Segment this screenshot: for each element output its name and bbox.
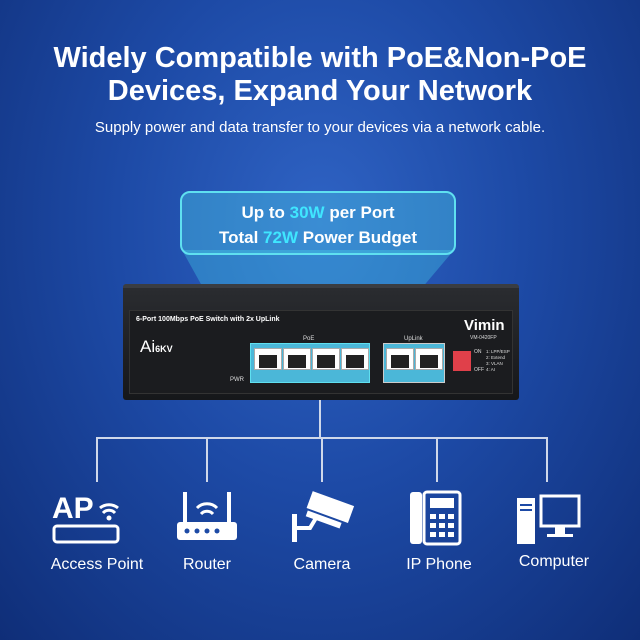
pwr-led-label: PWR <box>230 377 244 383</box>
poe-switch: 6-Port 100Mbps PoE Switch with 2x UpLink… <box>123 284 519 400</box>
switch-description: 6-Port 100Mbps PoE Switch with 2x UpLink <box>136 316 280 323</box>
ap-text: AP <box>52 492 94 525</box>
poe-port-1[interactable] <box>254 348 282 370</box>
brand-logo: Vimin <box>464 317 505 334</box>
connector-line <box>319 400 321 438</box>
device-label-camera: Camera <box>293 556 351 573</box>
poe-port-4[interactable] <box>341 348 369 370</box>
headline-line1: Widely Compatible with PoE&Non-PoE <box>53 42 587 74</box>
front-panel: 6-Port 100Mbps PoE Switch with 2x UpLink… <box>129 310 513 394</box>
router-icon <box>177 492 237 540</box>
callout-highlight: 30W <box>289 203 325 222</box>
callout-text: per Port <box>324 203 395 222</box>
poe-port-3[interactable] <box>312 348 340 370</box>
poe-label: PoE <box>303 336 315 342</box>
device-label-computer: Computer <box>518 553 590 570</box>
connector-line <box>321 437 323 482</box>
subtitle: Supply power and data transfer to your d… <box>94 119 546 136</box>
kv-text: 6KV <box>155 344 173 354</box>
callout-text: Total <box>218 228 264 247</box>
connector-line <box>206 437 208 482</box>
connector-line <box>436 437 438 482</box>
device-label-ip-phone: IP Phone <box>406 556 472 573</box>
model-number: VM-0420FP <box>470 335 497 341</box>
uplink-ports: UpLink <box>383 336 445 383</box>
on-label: ON <box>474 349 482 355</box>
device-label-access-point: Access Point <box>50 556 144 573</box>
callout-highlight: 72W <box>263 228 299 247</box>
computer-icon <box>517 494 581 544</box>
dip-option: 4: AI <box>486 367 496 372</box>
uplink-port-1[interactable] <box>386 348 414 370</box>
headline-line2: Devices, Expand Your Network <box>107 75 533 107</box>
access-point-icon: AP <box>52 492 120 544</box>
poe-port-2[interactable] <box>283 348 311 370</box>
uplink-label: UpLink <box>404 336 423 342</box>
dip-option: 2: Extend <box>486 355 506 360</box>
connector-line <box>546 437 548 482</box>
camera-icon <box>292 491 355 542</box>
off-label: OFF <box>474 367 484 373</box>
callout-text: Power Budget <box>298 228 418 247</box>
power-callout: Up to 30W per Port Total 72W Power Budge… <box>180 191 456 255</box>
ai-text: Ai <box>140 337 156 356</box>
callout-text: Up to <box>241 203 290 222</box>
dip-switch[interactable] <box>453 351 471 371</box>
device-label-router: Router <box>182 556 232 573</box>
poe-ports: PoE <box>250 336 370 383</box>
uplink-port-2[interactable] <box>415 348 443 370</box>
dip-option: 1: LPP/ESP <box>486 349 510 354</box>
ip-phone-icon <box>410 490 462 546</box>
connector-line <box>96 437 98 482</box>
ai-badge: Ai6KV <box>140 337 173 357</box>
dip-option: 3: VLAN <box>486 361 503 366</box>
